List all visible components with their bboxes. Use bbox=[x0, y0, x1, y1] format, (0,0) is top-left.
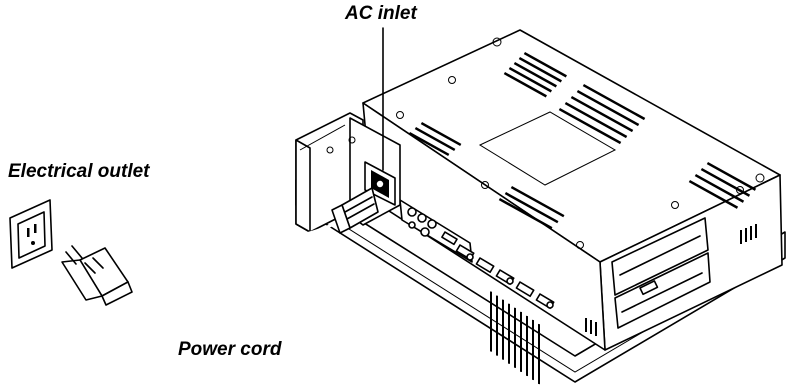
inlet-plug bbox=[331, 187, 379, 234]
ac-inlet-label: AC inlet bbox=[345, 3, 417, 24]
top-vents bbox=[408, 51, 757, 230]
power-cord bbox=[128, 222, 336, 322]
electrical-outlet bbox=[9, 199, 53, 269]
io-panel bbox=[399, 199, 555, 310]
electrical-outlet-label: Electrical outlet bbox=[8, 161, 150, 182]
drive-bays bbox=[585, 217, 757, 336]
wall-plug bbox=[61, 245, 133, 306]
chassis-body bbox=[362, 29, 783, 351]
ac-inlet-socket bbox=[364, 161, 396, 206]
heat-sink-fins bbox=[490, 291, 540, 385]
power-cord-label: Power cord bbox=[178, 339, 282, 360]
